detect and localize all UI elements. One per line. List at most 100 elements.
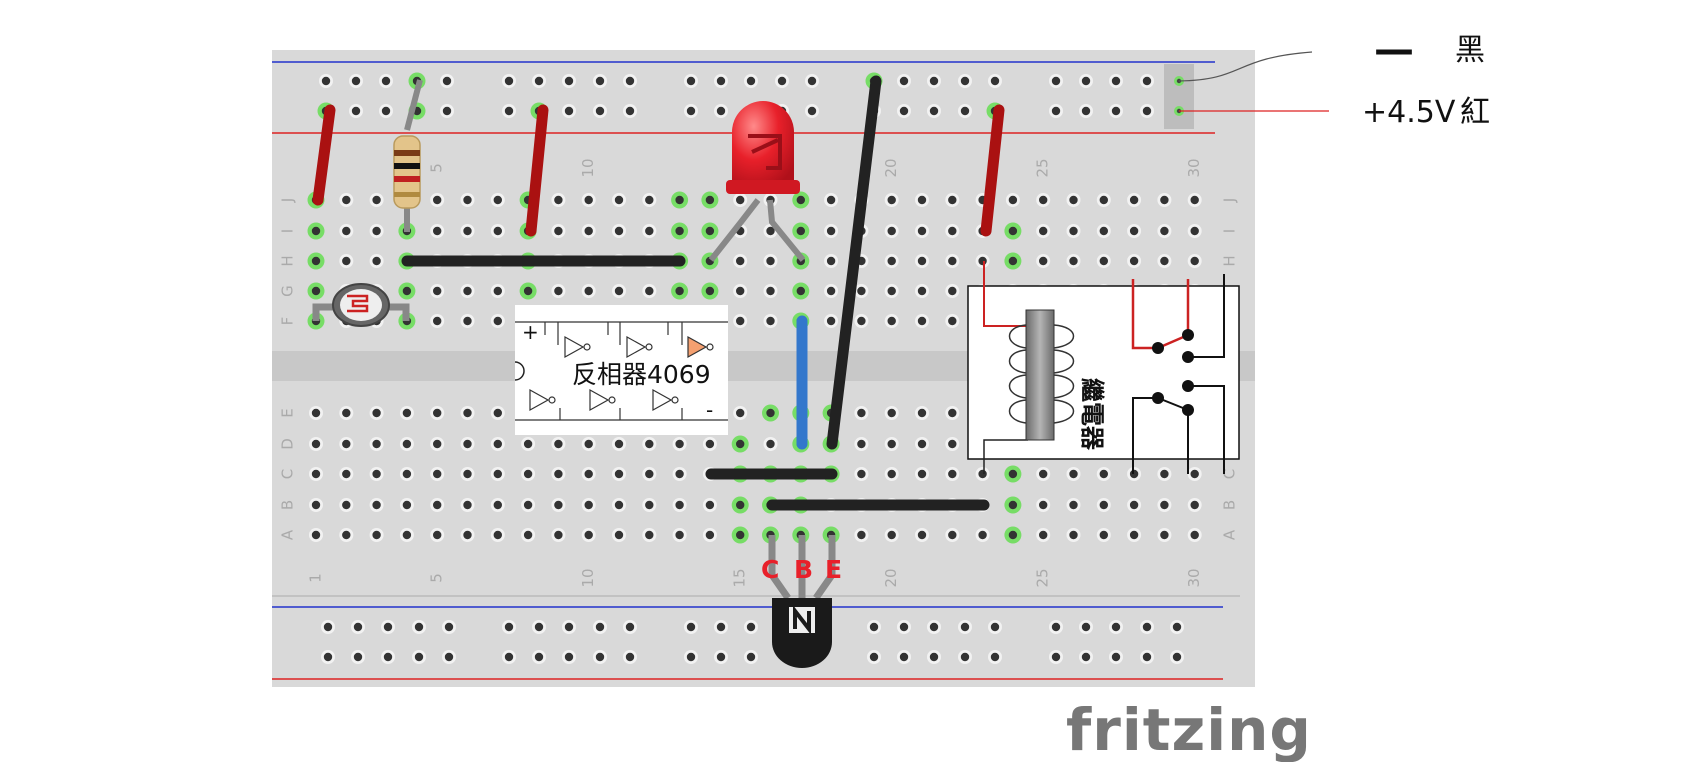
rail-bottom-hole xyxy=(442,620,456,634)
hole-F6 xyxy=(460,314,475,328)
rail-bottom-hole xyxy=(562,620,576,634)
hole-C30 xyxy=(1187,467,1202,481)
hole-F15 xyxy=(733,314,748,328)
rail-bottom-hole xyxy=(1079,620,1093,634)
rail-bottom-hole xyxy=(958,620,972,634)
rail-bottom-hole xyxy=(958,650,972,664)
hole-B15 xyxy=(731,496,749,514)
rail-top-hole xyxy=(379,74,393,88)
row-letter-right-J: J xyxy=(1221,198,1239,203)
hole-G16 xyxy=(763,284,778,298)
rail-bottom-hole xyxy=(502,650,516,664)
rail-bottom-hole xyxy=(988,620,1002,634)
rail-bottom-hole xyxy=(351,620,365,634)
rail-top-hole xyxy=(502,104,516,118)
hole-B29 xyxy=(1157,498,1172,512)
hole-A4 xyxy=(399,528,414,542)
hole-B26 xyxy=(1066,498,1081,512)
hole-J9 xyxy=(551,193,566,207)
hole-A25 xyxy=(1036,528,1051,542)
rail-bottom-hole xyxy=(412,650,426,664)
power-terminal xyxy=(1164,64,1194,129)
hole-I20 xyxy=(884,224,899,238)
hole-A5 xyxy=(430,528,445,542)
rail-top-hole xyxy=(744,74,758,88)
positive-voltage-label: +4.5V xyxy=(1362,95,1456,130)
hole-A28 xyxy=(1127,528,1142,542)
rail-top-hole xyxy=(440,74,454,88)
led-anvil xyxy=(748,134,782,170)
hole-J10 xyxy=(581,193,596,207)
rail-top-hole xyxy=(805,104,819,118)
column-number-bottom-25: 25 xyxy=(1034,568,1052,587)
row-letter-left-I: I xyxy=(279,229,297,233)
hole-E3 xyxy=(369,406,384,420)
hole-I13 xyxy=(671,222,689,240)
hole-G13 xyxy=(671,282,689,300)
transistor-logo-mark xyxy=(793,605,811,635)
hole-C27 xyxy=(1096,467,1111,481)
rail-top-hole xyxy=(1049,74,1063,88)
hole-J3 xyxy=(369,193,384,207)
resistor-lead-top xyxy=(404,79,423,131)
rail-top-hole xyxy=(502,74,516,88)
hole-I27 xyxy=(1096,224,1111,238)
rail-top-hole xyxy=(927,74,941,88)
hole-I21 xyxy=(915,224,929,238)
column-number-bottom-15: 15 xyxy=(731,568,749,587)
hole-G21 xyxy=(915,284,929,298)
led-dome xyxy=(732,101,794,185)
rail-bottom-hole xyxy=(1049,650,1063,664)
rail-bottom-hole xyxy=(897,650,911,664)
hole-I7 xyxy=(490,224,505,238)
hole-A10 xyxy=(581,528,596,542)
hole-E21 xyxy=(915,406,929,420)
ic-label: 反相器4069 xyxy=(572,360,711,389)
hole-C3 xyxy=(369,467,384,481)
hole-D11 xyxy=(612,437,626,451)
rail-top-hole xyxy=(562,74,576,88)
column-number-bottom-1: 1 xyxy=(307,573,325,583)
hole-A22 xyxy=(945,528,960,542)
hole-D4 xyxy=(399,437,414,451)
hole-B28 xyxy=(1127,498,1142,512)
red-wire-3 xyxy=(980,104,1005,237)
hole-I26 xyxy=(1066,224,1081,238)
rail-bottom-hole xyxy=(988,650,1002,664)
hole-A27 xyxy=(1096,528,1111,542)
column-number-bottom-10: 10 xyxy=(579,568,597,587)
hole-G5 xyxy=(430,284,445,298)
rail-top-hole xyxy=(1109,74,1123,88)
black-wire-label: 黑 xyxy=(1455,33,1485,68)
hole-G9 xyxy=(551,284,566,298)
row-letter-right-B: B xyxy=(1221,500,1239,510)
hole-B4 xyxy=(399,498,414,512)
hole-E1 xyxy=(309,406,323,420)
rail-top-hole xyxy=(897,74,911,88)
column-numbers: 15510101515202025253030 xyxy=(307,158,1204,587)
column-number-bottom-20: 20 xyxy=(882,568,900,587)
hole-I28 xyxy=(1127,224,1142,238)
hole-C19 xyxy=(854,467,869,481)
hole-B8 xyxy=(521,498,536,512)
photoresistor-leg-right xyxy=(386,303,410,321)
hole-H21 xyxy=(915,254,929,268)
hole-G7 xyxy=(490,284,505,298)
rail-bottom-hole xyxy=(684,650,698,664)
hole-B6 xyxy=(460,498,475,512)
hole-A7 xyxy=(490,528,505,542)
hole-G12 xyxy=(642,284,657,298)
rail-bottom-hole xyxy=(532,620,546,634)
rail-top-hole xyxy=(958,104,972,118)
hole-J18 xyxy=(824,193,839,207)
hole-D22 xyxy=(945,437,960,451)
hole-J28 xyxy=(1127,193,1142,207)
hole-C2 xyxy=(339,467,354,481)
hole-D21 xyxy=(915,437,929,451)
hole-A12 xyxy=(642,528,657,542)
hole-I25 xyxy=(1036,224,1051,238)
hole-B13 xyxy=(672,498,687,512)
rail-bottom-hole xyxy=(744,650,758,664)
hole-J22 xyxy=(945,193,960,207)
ic-notch xyxy=(514,361,525,381)
